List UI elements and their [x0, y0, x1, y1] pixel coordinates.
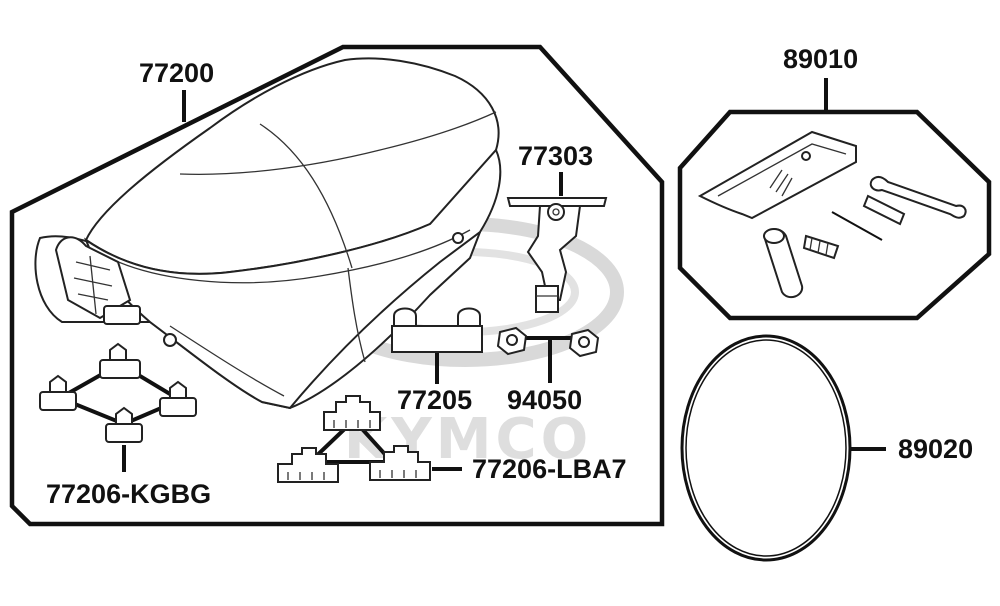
nut-right-hole	[578, 336, 590, 348]
lba7-part-right	[369, 445, 431, 481]
hinge-pivot	[547, 203, 565, 221]
seat-group-frame	[9, 44, 665, 527]
toolkit-illustration	[697, 130, 967, 299]
screwdriver-bit-icon	[831, 211, 883, 241]
label-hinge: 77303	[518, 141, 593, 171]
seat-bolt-left	[163, 333, 177, 347]
seat-latch-plate	[103, 305, 141, 325]
bumper-bar	[391, 325, 483, 353]
label-lba7: 77206-LBA7	[472, 454, 627, 484]
lba7-part-left	[277, 447, 339, 483]
band-outer	[680, 334, 852, 562]
screwdriver-handle-icon	[802, 234, 840, 260]
toolkit-group-frame	[677, 109, 992, 321]
band-illustration	[680, 334, 852, 562]
tool-pouch-seam	[769, 169, 793, 197]
kgbg-bumper-left	[39, 374, 77, 411]
label-seat: 77200	[139, 58, 214, 88]
seat-stitch-side	[347, 267, 366, 363]
tool-pouch-button	[801, 151, 811, 161]
kgbg-bumper-top	[99, 342, 141, 379]
tool-pouch-fold	[717, 143, 847, 197]
label-kgbg: 77206-KGBG	[46, 479, 211, 509]
socket-wrench-icon	[862, 194, 906, 226]
label-band: 89020	[898, 434, 973, 464]
label-toolkit: 89010	[783, 44, 858, 74]
seat-stitch-center	[259, 123, 353, 269]
kgbg-bumper-bottom	[105, 406, 143, 443]
seat-lower-edge	[169, 325, 285, 397]
band-inner	[685, 339, 847, 557]
seat-side-skirt	[84, 148, 502, 410]
lba7-part-top	[323, 395, 381, 431]
bumper-nub-left	[393, 307, 417, 327]
hinge-pad	[535, 285, 559, 313]
hinge-illustration	[506, 197, 608, 313]
lba7-set-illustration	[277, 395, 431, 483]
bumper-illustration	[391, 307, 483, 353]
seat-illustration	[34, 57, 502, 410]
kgbg-bumper-right	[159, 380, 197, 417]
lba7-triangle-link	[305, 417, 397, 464]
open-wrench-icon	[869, 175, 967, 219]
seat-bolt-right	[452, 232, 464, 244]
bumper-nub-right	[457, 307, 481, 327]
nut-left-hole	[506, 334, 518, 346]
seat-lock-detail	[73, 255, 113, 315]
nut-illustration	[496, 326, 600, 358]
label-nut: 94050	[507, 385, 582, 415]
seat-stitch-cross	[179, 111, 497, 176]
hinge-plate	[506, 197, 608, 207]
screwdriver-grip-lines	[809, 237, 829, 256]
hinge-arm	[526, 205, 582, 301]
label-bumper: 77205	[397, 385, 472, 415]
spark-plug-wrench-end	[763, 228, 785, 244]
kgbg-set-illustration	[39, 342, 197, 443]
seat-piping	[97, 229, 471, 284]
hinge-pivot-hole	[552, 208, 560, 216]
